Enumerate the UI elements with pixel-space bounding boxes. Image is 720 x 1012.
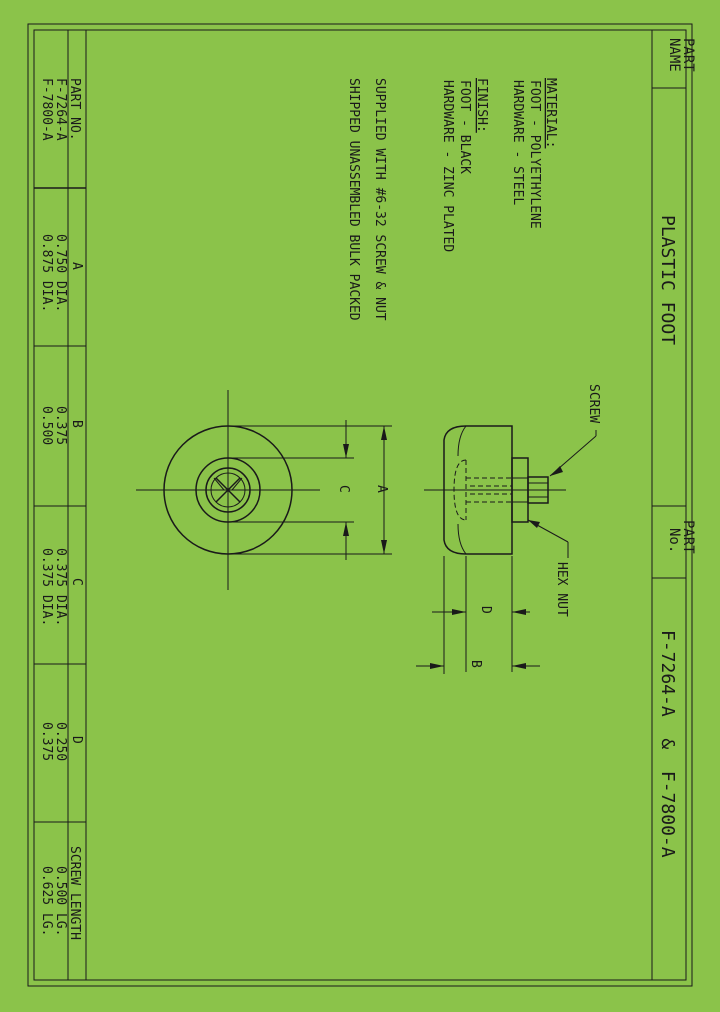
table-cell: 0.500 — [39, 406, 54, 445]
dim-b-label: B — [468, 660, 483, 668]
table-header-d: D — [69, 736, 84, 744]
table-cell: 0.500 LG. — [53, 866, 68, 936]
dim-d-label: D — [478, 606, 493, 614]
part-no: F-7264-A & F-7800-A — [657, 630, 678, 858]
material-heading: MATERIAL: — [543, 78, 558, 148]
part-no-label-1: PART — [680, 520, 696, 554]
part-no-label-2: No. — [666, 528, 682, 553]
table-cell: 0.375 DIA. — [39, 548, 54, 626]
side-view — [416, 425, 597, 674]
data-table — [34, 30, 87, 980]
table-cell: F-7264-A — [53, 78, 68, 141]
table-header-a: A — [69, 262, 84, 270]
supplied-note: SUPPLIED WITH #6-32 SCREW & NUT — [372, 78, 387, 321]
part-name-label-1: PART — [680, 38, 696, 72]
table-cell: 0.625 LG. — [39, 866, 54, 936]
table-cell: 0.375 — [53, 406, 68, 445]
inner-border — [33, 29, 687, 981]
shipped-note: SHIPPED UNASSEMBLED BULK PACKED — [346, 78, 361, 321]
table-header-screw-length: SCREW LENGTH — [67, 846, 82, 940]
screw-label: SCREW — [586, 384, 601, 423]
dim-c-label: C — [336, 485, 351, 493]
table-header-b: B — [69, 420, 84, 428]
hex-nut-label: HEX NUT — [554, 562, 569, 617]
table-cell: 0.375 DIA. — [53, 548, 68, 626]
table-cell: 0.875 DIA. — [39, 234, 54, 312]
finish-heading: FINISH: — [474, 78, 489, 133]
table-cell: 0.250 — [53, 722, 68, 761]
table-cell: 0.750 DIA. — [53, 234, 68, 312]
table-header-part-no: PART NO. — [67, 78, 82, 141]
top-view — [136, 390, 392, 590]
part-name-label-2: NAME — [666, 38, 682, 72]
table-cell: F-7800-A — [39, 78, 54, 141]
table-cell: 0.375 — [39, 722, 54, 761]
finish-line-1: FOOT - BLACK — [457, 80, 472, 174]
outer-border — [27, 23, 693, 987]
part-name: PLASTIC FOOT — [657, 215, 678, 345]
dim-a-label: A — [374, 485, 389, 493]
material-line-1: FOOT - POLYETHYLENE — [527, 80, 542, 229]
finish-line-2: HARDWARE - ZINC PLATED — [440, 80, 455, 252]
table-header-c: C — [69, 578, 84, 586]
material-line-2: HARDWARE - STEEL — [510, 80, 525, 205]
